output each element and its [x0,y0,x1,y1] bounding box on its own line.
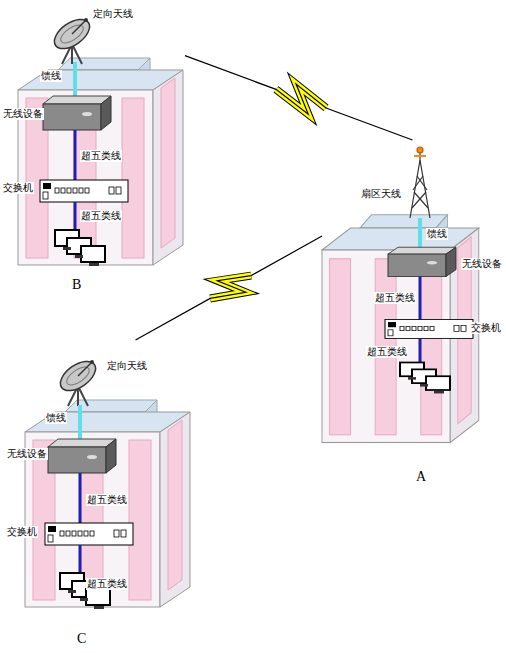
part-label: 馈线 [426,228,448,240]
drawing-part [410,160,420,218]
part-label: 定向天线 [106,360,148,372]
site-letter: B [72,278,81,292]
part-label: 扇区天线 [360,188,402,200]
part-label: 超五类线 [80,150,122,162]
building-c [25,400,190,607]
drawing-part [417,147,423,153]
site-letter: C [77,632,86,646]
part-label: 超五类线 [86,578,128,590]
drawing-part [414,155,426,157]
drawing-part [412,192,426,208]
part-label: 无线设备 [461,258,503,270]
equipment-b [40,62,128,266]
building: C [25,340,190,610]
part-label: 无线设备 [2,108,44,120]
site-letter: A [416,470,426,484]
wireless-link [136,236,322,340]
building-b [18,58,183,265]
drawing-part [420,160,430,218]
part-label: 超五类线 [374,292,416,304]
part-label: 无线设备 [6,448,48,460]
drawing-part [414,192,428,208]
wireless-link [185,56,412,140]
building-a [322,215,479,443]
part-label: 馈线 [40,70,62,82]
part-label: 交换机 [470,322,502,334]
part-label: 交换机 [2,182,34,194]
part-label: 交换机 [6,526,38,538]
part-label: 定向天线 [92,8,134,20]
part-label: 超五类线 [86,494,128,506]
equipment-c [45,405,133,609]
equipment-a [385,218,473,393]
drawing-part [413,176,423,190]
part-label: 超五类线 [80,210,122,222]
building: B [18,0,185,265]
part-label: 馈线 [45,412,67,424]
sector-antenna [410,147,430,218]
part-label: 超五类线 [366,346,408,358]
directional-antenna [49,14,94,64]
directional-antenna [55,356,100,406]
